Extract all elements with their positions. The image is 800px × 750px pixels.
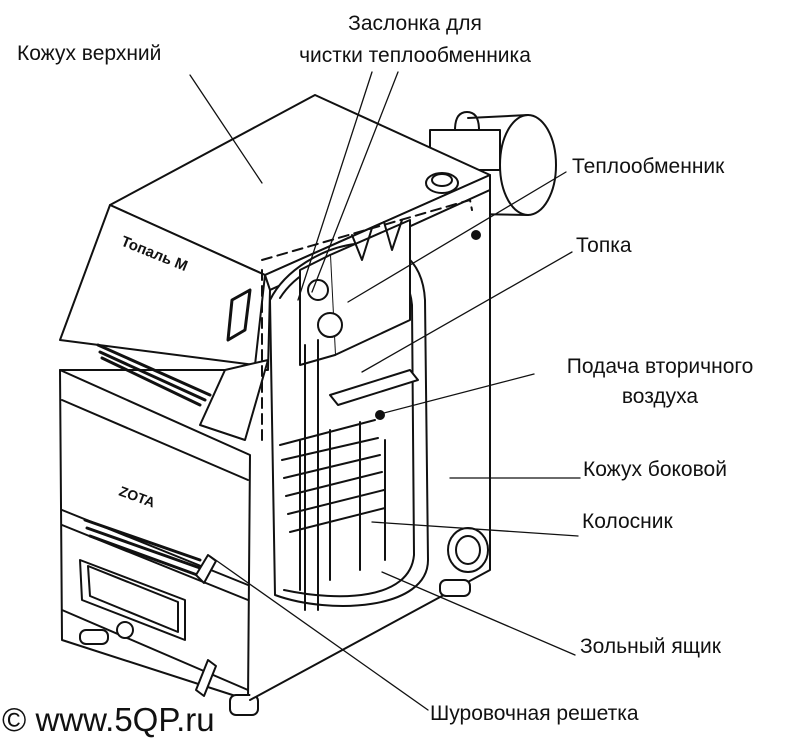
label-top-casing: Кожух верхний — [17, 42, 162, 65]
label-grate: Колосник — [582, 510, 673, 533]
label-secondary-air: Подача вторичного воздуха — [530, 355, 790, 409]
leader-lines — [189, 71, 581, 711]
side-casing — [249, 189, 491, 701]
label-ash-box: Зольный ящик — [580, 635, 721, 658]
label-cleaning-damper-line2: чистки теплообменника — [299, 44, 531, 67]
front-body — [59, 359, 269, 716]
label-firebox: Топка — [576, 234, 632, 257]
label-side-casing: Кожух боковой — [583, 458, 727, 481]
label-secondary-air-line1: Подача вторичного — [566, 355, 754, 378]
site-credit: © www.5QP.ru — [2, 701, 215, 738]
label-shaker-grate: Шуровочная решетка — [430, 702, 639, 725]
label-cleaning-damper: Заслонка для чистки теплообменника — [255, 12, 575, 68]
flue-pipe — [429, 111, 557, 216]
label-cleaning-damper-line1: Заслонка для — [348, 12, 482, 35]
label-heat-exchanger: Теплообменник — [572, 155, 725, 178]
label-secondary-air-line2: воздуха — [621, 385, 699, 408]
